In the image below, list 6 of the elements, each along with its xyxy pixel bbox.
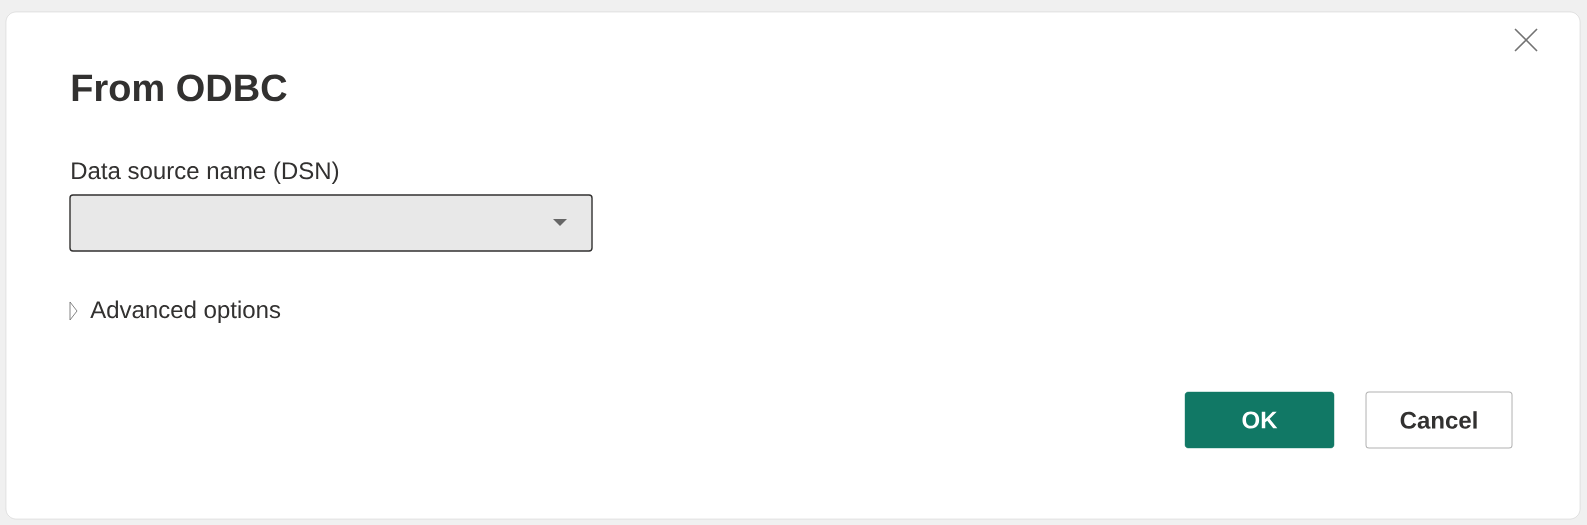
field-label: Data source name (DSN) — [72, 161, 339, 184]
expander-label: Advanced options — [90, 300, 281, 323]
ok-button: OK — [1184, 391, 1335, 449]
dropdown-field — [69, 194, 593, 252]
dialog-title: From ODBC — [72, 74, 287, 102]
cancel-button: Cancel — [1365, 391, 1513, 449]
